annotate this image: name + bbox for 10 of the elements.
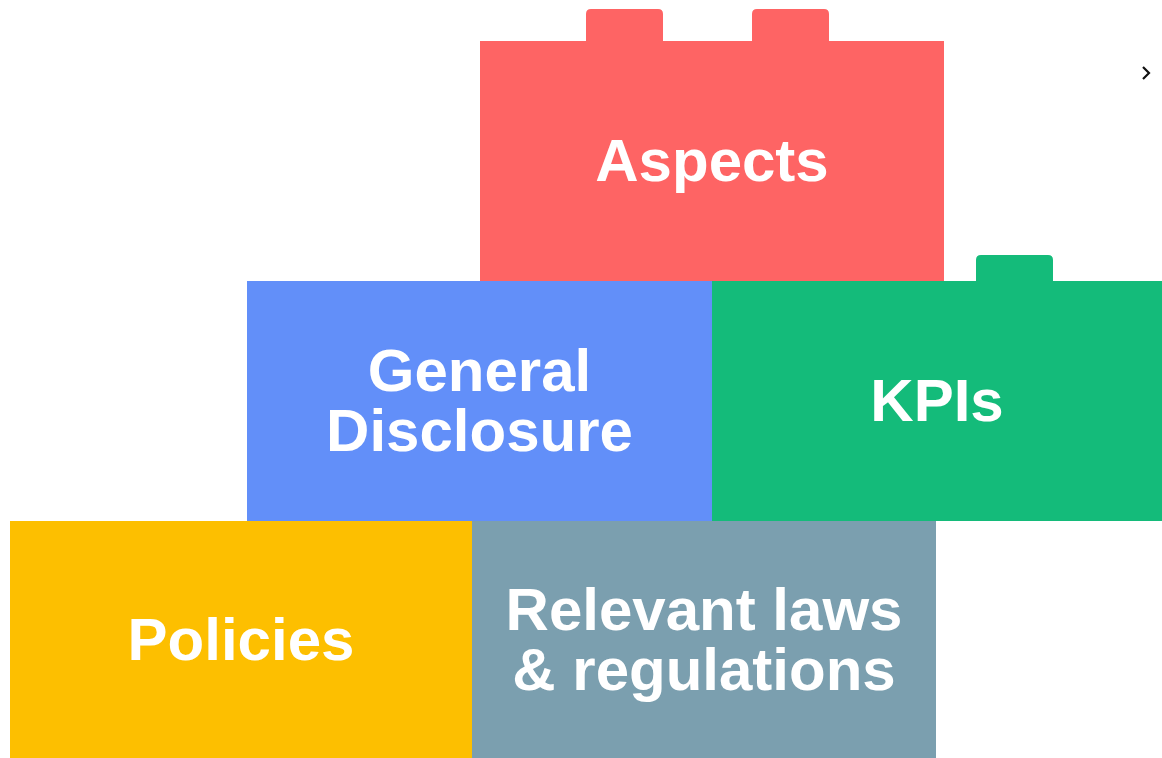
brick-block bbox=[472, 521, 936, 758]
brick-block bbox=[712, 255, 1162, 521]
block-label: Policies bbox=[127, 609, 355, 670]
block-label: Aspects bbox=[595, 131, 829, 191]
block-label: General Disclosure bbox=[325, 341, 634, 461]
brick-block bbox=[10, 521, 472, 758]
block-label: KPIs bbox=[870, 371, 1004, 431]
brick-block bbox=[480, 9, 944, 281]
block-label: Relevant laws & regulations bbox=[504, 579, 904, 700]
brick-block bbox=[247, 281, 712, 521]
